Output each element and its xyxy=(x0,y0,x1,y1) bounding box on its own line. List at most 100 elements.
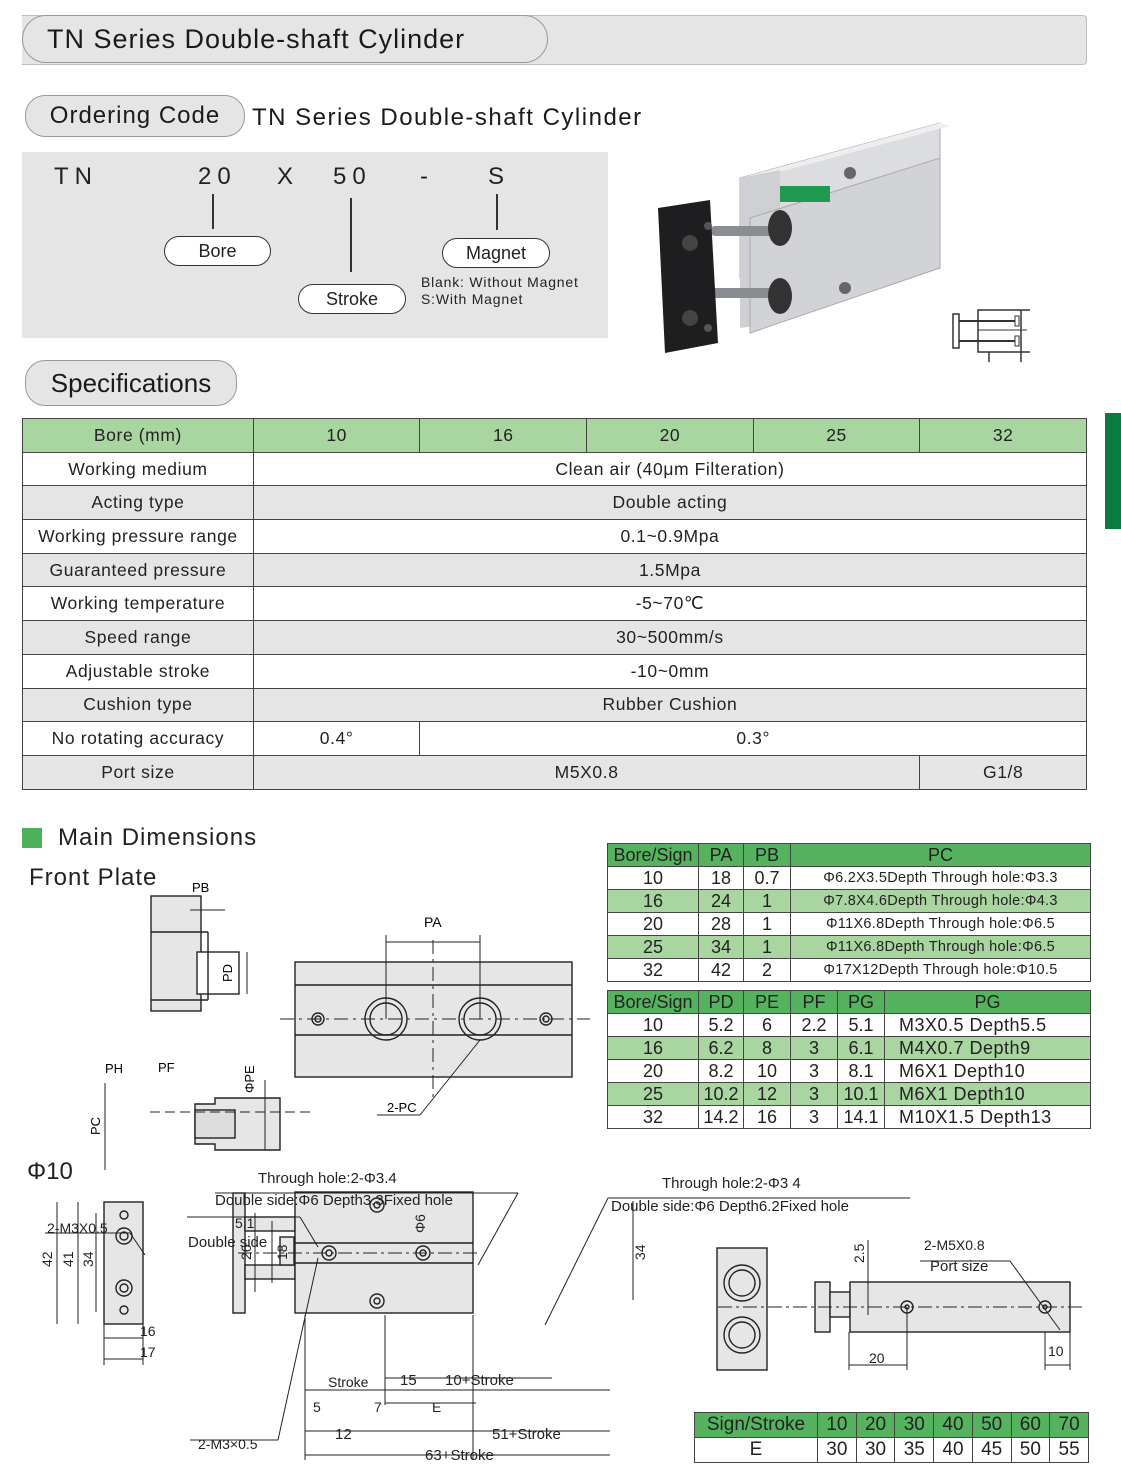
label-63-stroke: 63+Stroke xyxy=(425,1447,494,1464)
cell: 14.1 xyxy=(837,1105,885,1129)
cell: 3 xyxy=(790,1059,838,1083)
front-plate-drawing: PB PA PD PH PF ΦPE PC 2-PC xyxy=(88,880,590,1170)
e-header-cell: 60 xyxy=(1010,1412,1051,1438)
cell: 20 xyxy=(607,1059,699,1083)
spec-row-value: Double acting xyxy=(252,485,1088,521)
spec-row-value: Rubber Cushion xyxy=(252,687,1088,723)
cell: Φ17X12Depth Through hole:Φ10.5 xyxy=(790,958,1091,982)
cell: 28 xyxy=(698,912,744,936)
bore-label: Bore xyxy=(164,236,271,266)
pd-header-cell: Bore/Sign xyxy=(607,990,699,1014)
stroke-label: Stroke xyxy=(298,284,406,314)
label-pa: PA xyxy=(424,914,442,930)
spec-header-cell: 10 xyxy=(252,418,421,453)
label-26: 26 xyxy=(238,1244,254,1260)
front-plate-image xyxy=(658,200,718,353)
ordering-code-label: Ordering Code xyxy=(25,95,245,137)
label-42: 42 xyxy=(39,1251,55,1267)
pd-header-cell: PF xyxy=(790,990,838,1014)
stroke-connector-line xyxy=(350,198,352,272)
cell: 6.1 xyxy=(837,1036,885,1060)
cell: M10X1.5 Depth13 xyxy=(884,1105,1091,1129)
cell: 16 xyxy=(607,1036,699,1060)
pd-header-cell: PG xyxy=(884,990,1091,1014)
label-5: 5 xyxy=(313,1399,321,1415)
cell: Φ6.2X3.5Depth Through hole:Φ3.3 xyxy=(790,866,1091,890)
cell: 6 xyxy=(743,1013,791,1037)
cell: 10 xyxy=(743,1059,791,1083)
magnet-note-blank: Blank: Without Magnet xyxy=(421,274,579,290)
cell: 6.2 xyxy=(698,1036,744,1060)
e-header-cell: 30 xyxy=(894,1412,935,1438)
e-header-cell: 20 xyxy=(855,1412,896,1438)
cell: Φ11X6.8Depth Through hole:Φ6.5 xyxy=(790,912,1091,936)
label-51-stroke: 51+Stroke xyxy=(492,1426,561,1443)
cell: M6X1 Depth10 xyxy=(884,1059,1091,1083)
e-header-cell: 50 xyxy=(971,1412,1012,1438)
label-double-side-2: Double side:Φ6 Depth6.2Fixed hole xyxy=(611,1198,849,1215)
cell: 42 xyxy=(698,958,744,982)
label-12: 12 xyxy=(335,1426,352,1443)
cell: 30 xyxy=(817,1437,857,1463)
cell: 32 xyxy=(607,1105,699,1129)
cell: E xyxy=(694,1437,818,1463)
table-row: E 30 30 35 40 45 50 55 xyxy=(694,1437,1089,1463)
label-10: 10 xyxy=(1048,1343,1064,1359)
spec-row-label: Guaranteed pressure xyxy=(22,552,254,588)
product-illustration xyxy=(658,122,950,353)
label-pf: PF xyxy=(158,1060,175,1075)
spec-row-rotating: No rotating accuracy 0.4° 0.3° xyxy=(22,721,1087,756)
magnet-note-s: S:With Magnet xyxy=(421,291,524,307)
e-header-cell: 40 xyxy=(933,1412,973,1438)
cell: 8.2 xyxy=(698,1059,744,1083)
spec-row-value: -5~70℃ xyxy=(252,586,1088,622)
spec-header-cell: 32 xyxy=(919,418,1087,453)
cell: 34 xyxy=(698,935,744,959)
front-plate-title: Front Plate xyxy=(29,864,158,891)
label-20: 20 xyxy=(869,1350,885,1366)
cell: 30 xyxy=(855,1437,896,1463)
spec-row-label: Adjustable stroke xyxy=(22,653,254,689)
cell: M6X1 Depth10 xyxy=(884,1082,1091,1106)
spec-row-value: 30~500mm/s xyxy=(252,620,1088,655)
label-18: 18 xyxy=(274,1244,290,1260)
label-double-side-1: Double side:Φ6 Depth3.3Fixed hole xyxy=(215,1192,453,1209)
cell: Φ7.8X4.6Depth Through hole:Φ4.3 xyxy=(790,889,1091,913)
cell: 20 xyxy=(607,912,699,936)
pc-header-cell: PB xyxy=(743,843,791,867)
cell: 10 xyxy=(607,866,699,890)
cell: 10.1 xyxy=(837,1082,885,1106)
cell: 1 xyxy=(743,912,791,936)
spec-row-label: Port size xyxy=(22,754,254,790)
cell: 16 xyxy=(607,889,699,913)
phi10-title: Φ10 xyxy=(27,1158,73,1185)
spec-row-label: Acting type xyxy=(22,485,254,521)
cell: 40 xyxy=(933,1437,973,1463)
label-34: 34 xyxy=(80,1251,96,1267)
code-bore: 20 xyxy=(198,163,237,190)
cell: M4X0.7 Depth9 xyxy=(884,1036,1091,1060)
label-41: 41 xyxy=(60,1251,76,1267)
label-ph: PH xyxy=(105,1061,123,1076)
pd-header-cell: PD xyxy=(698,990,744,1014)
cell: 5.2 xyxy=(698,1013,744,1037)
cell: 2 xyxy=(743,958,791,982)
cell: 50 xyxy=(1010,1437,1051,1463)
label-34b: 34 xyxy=(632,1244,648,1260)
rotating-others: 0.3° xyxy=(419,721,1087,756)
cell: 1 xyxy=(743,935,791,959)
label-2-5: 2.5 xyxy=(851,1243,867,1263)
label-16: 16 xyxy=(140,1323,156,1339)
e-header-cell: Sign/Stroke xyxy=(694,1412,818,1438)
spec-row: Working temperature-5~70℃ xyxy=(22,586,1088,622)
label-through-hole-2: Through hole:2-Φ3 4 xyxy=(662,1175,801,1192)
e-header-cell: 10 xyxy=(817,1412,857,1438)
